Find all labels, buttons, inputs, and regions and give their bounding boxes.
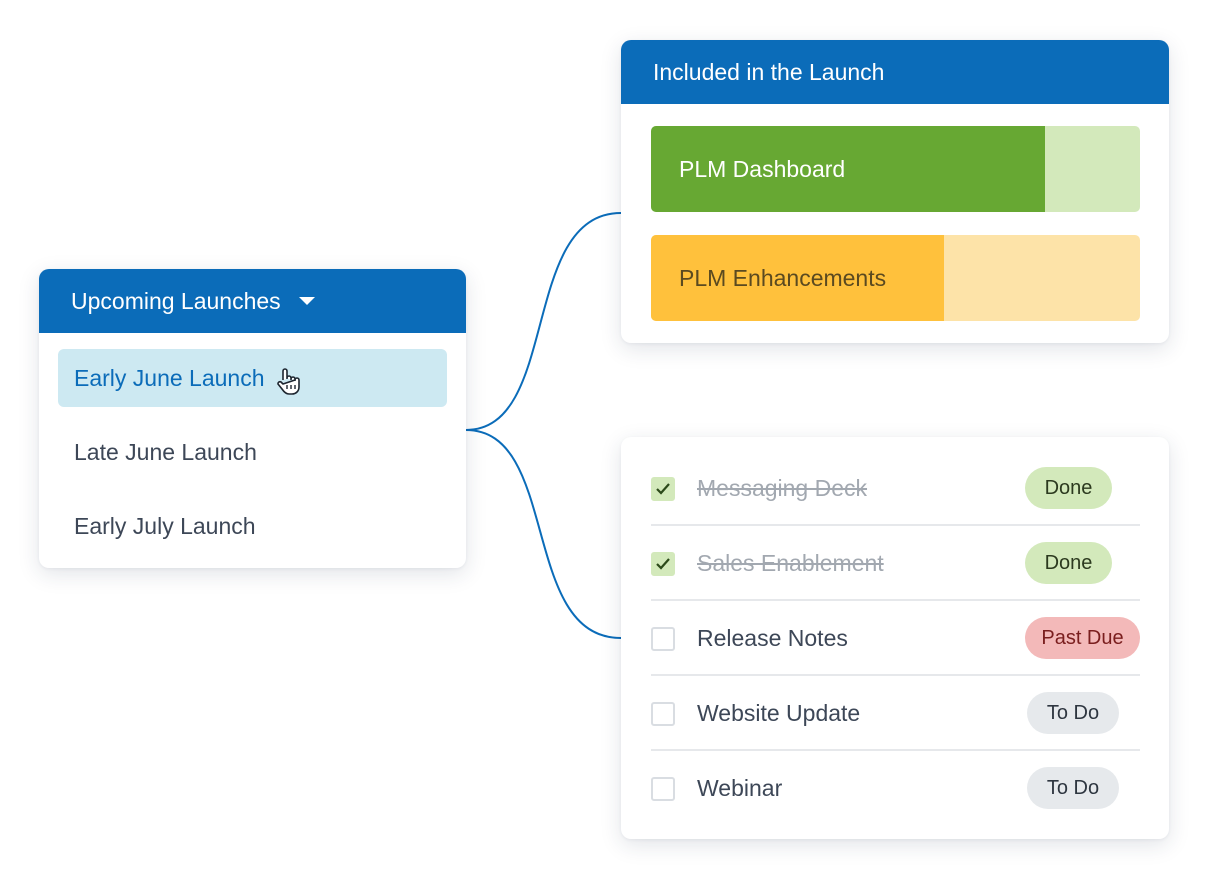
upcoming-launches-dropdown[interactable]: Upcoming Launches bbox=[39, 269, 466, 333]
progress-bar-plm-dashboard[interactable]: PLM Dashboard bbox=[651, 126, 1140, 212]
status-badge: Past Due bbox=[1025, 617, 1140, 659]
task-checkbox[interactable] bbox=[651, 626, 675, 651]
launch-item-early-july[interactable]: Early July Launch bbox=[58, 497, 447, 555]
task-row-webinar: Webinar To Do bbox=[651, 751, 1140, 826]
row-divider bbox=[651, 524, 1140, 526]
row-divider bbox=[651, 674, 1140, 676]
task-label: Messaging Deck bbox=[697, 475, 868, 501]
checkmark-icon bbox=[656, 482, 670, 495]
task-row-messaging-deck: Messaging Deck Done bbox=[651, 451, 1140, 526]
task-label: Sales Enablement bbox=[697, 550, 884, 576]
included-title: Included in the Launch bbox=[621, 40, 1169, 104]
launch-item-early-june[interactable]: Early June Launch bbox=[58, 349, 447, 407]
task-row-release-notes: Release Notes Past Due bbox=[651, 601, 1140, 676]
task-checkbox[interactable] bbox=[651, 551, 675, 576]
hand-pointer-icon bbox=[276, 368, 300, 395]
task-row-sales-enablement: Sales Enablement Done bbox=[651, 526, 1140, 601]
task-checklist-card: Messaging Deck Done Sales Enablement Don… bbox=[621, 437, 1169, 839]
launch-item-label: Early June Launch bbox=[74, 364, 265, 391]
row-divider bbox=[651, 749, 1140, 751]
row-divider bbox=[651, 599, 1140, 601]
upcoming-launches-card: Upcoming Launches Early June Launch Late… bbox=[39, 269, 466, 568]
checkmark-icon bbox=[656, 557, 670, 570]
progress-bar-fill: PLM Dashboard bbox=[651, 126, 1045, 212]
launch-item-label: Late June Launch bbox=[74, 438, 257, 465]
status-badge: To Do bbox=[1027, 692, 1119, 734]
progress-bar-label: PLM Enhancements bbox=[679, 264, 887, 291]
task-label: Release Notes bbox=[697, 625, 848, 651]
task-label: Website Update bbox=[697, 700, 861, 726]
upcoming-launches-title: Upcoming Launches bbox=[71, 287, 281, 314]
task-checkbox[interactable] bbox=[651, 701, 675, 726]
launch-list: Early June Launch Late June Launch Early… bbox=[39, 333, 466, 568]
included-in-launch-card: Included in the Launch PLM Dashboard PLM… bbox=[621, 40, 1169, 343]
status-badge: Done bbox=[1025, 467, 1112, 509]
launch-item-label: Early July Launch bbox=[74, 512, 256, 539]
progress-bar-plm-enhancements[interactable]: PLM Enhancements bbox=[651, 235, 1140, 321]
progress-bar-label: PLM Dashboard bbox=[679, 155, 846, 182]
task-checkbox[interactable] bbox=[651, 476, 675, 501]
task-label: Webinar bbox=[697, 775, 783, 801]
progress-bar-fill: PLM Enhancements bbox=[651, 235, 945, 321]
caret-down-icon bbox=[298, 297, 315, 305]
task-row-website-update: Website Update To Do bbox=[651, 676, 1140, 751]
task-checkbox[interactable] bbox=[651, 776, 675, 801]
launch-item-late-june[interactable]: Late June Launch bbox=[58, 423, 447, 481]
status-badge: Done bbox=[1025, 542, 1112, 584]
status-badge: To Do bbox=[1027, 767, 1119, 809]
